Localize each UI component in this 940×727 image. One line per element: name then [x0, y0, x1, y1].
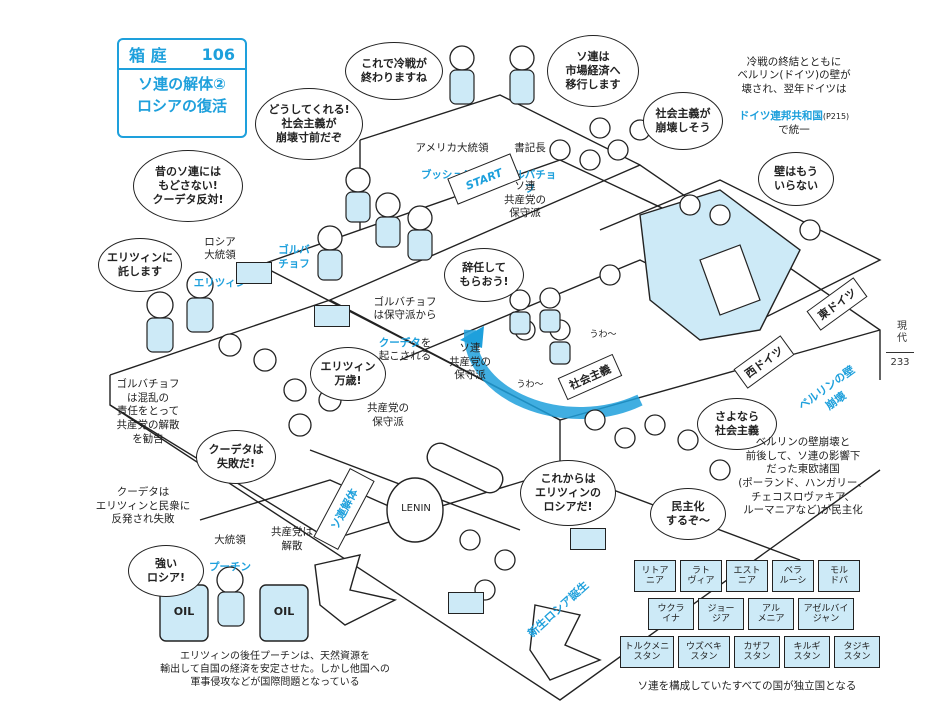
- berlin-text-b: ドイツ連邦共和国: [738, 110, 823, 123]
- title-line-1: ソ連の解体②: [138, 75, 226, 93]
- caption-coup-fail-note: クーデタは エリツィンと民衆に 反発され失敗: [95, 486, 191, 526]
- caption-conservatives-mid: ソ連 共産党の 保守派: [449, 342, 491, 382]
- bubble-soviet-market: ソ連は 市場経済へ 移行します: [547, 35, 639, 107]
- bubble-strong-russia: 強い ロシア!: [128, 545, 204, 597]
- berlin-text-a: 冷戦の終結とともに ベルリン(ドイツ)の壁が 壊され、翌年ドイツは: [737, 55, 851, 95]
- us-president-role: アメリカ大統領: [415, 141, 489, 154]
- caption-party-dissolved: 共産党は 解散: [271, 526, 313, 552]
- berlin-text-c: で統一: [778, 123, 810, 136]
- flag-republic: ラト ヴィア: [680, 560, 722, 592]
- caption-eastern-europe: ベルリンの壁崩壊と 前後して、ソ連の影響下 だった東欧諸国 (ポーランド、ハンガ…: [738, 436, 868, 517]
- flag-republic: トルクメニ スタン: [620, 636, 674, 668]
- caption-conservatives-top: ソ連 共産党の 保守派: [504, 180, 546, 220]
- russia-flag-icon: [236, 262, 272, 284]
- oil-label-1: OIL: [173, 605, 195, 618]
- flag-republic: キルギ スタン: [784, 636, 830, 668]
- flag-republic: タジキ スタン: [834, 636, 880, 668]
- section-number: 106: [201, 44, 235, 64]
- bubble-socialism-collapse: 社会主義が 崩壊しそう: [643, 92, 723, 150]
- caption-gorbachev: ゴルバ チョフ: [278, 244, 310, 270]
- bubble-coup-failed: クーデタは 失敗だ!: [196, 430, 276, 484]
- bubble-resign: 辞任して もらおう!: [444, 248, 524, 302]
- title-header: 箱 庭 106: [119, 40, 245, 70]
- flag-republic: リトア ニア: [634, 560, 676, 592]
- flag-republic: ウズベキ スタン: [678, 636, 730, 668]
- coup-text-c: を 起こされる: [378, 336, 432, 363]
- caption-uwa-1: うわ～: [589, 330, 617, 340]
- section-label: 箱 庭: [129, 46, 167, 65]
- flag-republic: エスト ニア: [726, 560, 768, 592]
- caption-putin: 大統領 プーチン: [202, 520, 258, 588]
- title-line-2: ロシアの復活: [136, 96, 227, 115]
- bubble-what-to-do: どうしてくれる! 社会主義が 崩壊寸前だぞ: [255, 88, 363, 160]
- flag-republic: アル メニア: [748, 598, 794, 630]
- putin-name: プーチン: [209, 560, 251, 573]
- caption-independence: ソ連を構成していたすべての国が独立国となる: [637, 680, 857, 692]
- oil-label-2: OIL: [273, 605, 295, 618]
- flag-republic: ベラ ルーシ: [772, 560, 814, 592]
- bubble-democratize: 民主化 するぞ～: [650, 488, 726, 540]
- putin-role: 大統領: [214, 533, 246, 546]
- flag-republic: アゼルバイ ジャン: [798, 598, 854, 630]
- bubble-old-soviet: 昔のソ連には もどさない! クーデタ反対!: [133, 150, 243, 222]
- caption-bottom-note: エリツィンの後任プーチンは、天然資源を 輸出して自国の経済を安定させた。しかし他…: [160, 651, 390, 688]
- bubble-wall-no-need: 壁はもう いらない: [758, 152, 834, 206]
- caption-gorbachev-advice: ゴルバチョフ は混乱の 責任をとって 共産党の解散 を勧告: [116, 378, 180, 445]
- russia-president-name: エリツィン: [193, 276, 247, 289]
- caption-conservatives-lower: 共産党の 保守派: [367, 402, 409, 428]
- bubble-cold-war-end: これで冷戦が 終わりますね: [345, 42, 443, 100]
- title-box: 箱 庭 106 ソ連の解体② ロシアの復活: [117, 38, 247, 138]
- coup-text-a: ゴルバチョフ は保守派から: [373, 295, 437, 322]
- russia-flag-icon: [314, 305, 350, 327]
- flag-republic: ウクラ イナ: [648, 598, 694, 630]
- bubble-yeltsin-russia: これからは エリツィンの ロシアだ!: [520, 460, 616, 526]
- caption-russia-president: ロシア 大統領 エリツィン: [186, 222, 254, 304]
- side-index: 現代 233: [880, 320, 920, 368]
- flag-republic: ジョー ジア: [698, 598, 744, 630]
- caption-uwa-2: うわ～: [516, 380, 544, 390]
- bubble-yeltsin-banzai: エリツィン 万歳!: [310, 347, 386, 401]
- russia-president-role: ロシア 大統領: [204, 235, 236, 262]
- russia-flag-icon: [570, 528, 606, 550]
- page-number: 233: [890, 357, 910, 368]
- caption-berlin: 冷戦の終結とともに ベルリン(ドイツ)の壁が 壊され、翌年ドイツは ドイツ連邦共…: [724, 42, 864, 151]
- bubble-leave-to-yeltsin: エリツィンに 託します: [98, 238, 182, 292]
- coup-text-b: クーデタ: [378, 336, 421, 349]
- side-category: 現代: [894, 320, 906, 344]
- title-text: ソ連の解体② ロシアの復活: [119, 74, 245, 118]
- secretary-role: 書記長: [514, 141, 546, 154]
- russia-flag-icon: [448, 592, 484, 614]
- lenin-label: LENIN: [401, 503, 431, 514]
- flag-republic: カザフ スタン: [734, 636, 780, 668]
- berlin-ref: (P215): [822, 112, 850, 122]
- bubble-goodbye-socialism: さよなら 社会主義: [697, 398, 777, 450]
- flag-republic: モル ドバ: [818, 560, 860, 592]
- caption-coup: ゴルバチョフ は保守派から クーデタを 起こされる: [355, 282, 455, 364]
